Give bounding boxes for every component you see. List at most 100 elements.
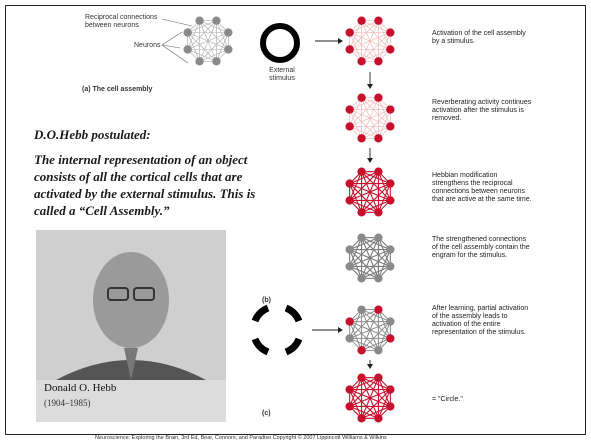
network-link (361, 20, 379, 62)
neuron-node (345, 317, 354, 326)
neuron-node (345, 196, 354, 205)
hebb-title: D.O.Hebb postulated: (34, 127, 151, 142)
neuron-node (345, 179, 354, 188)
neuron-node (224, 28, 233, 37)
neuron-node (386, 245, 395, 254)
neuron-node (345, 245, 354, 254)
neuron-node (345, 105, 354, 114)
network-link (361, 377, 391, 407)
network-link (349, 171, 363, 201)
neuron-node (357, 274, 366, 283)
network-link (199, 20, 217, 62)
network-link (349, 265, 379, 279)
hebb-photo: Donald O. Hebb (1904–1985) (36, 230, 226, 422)
neuron-node (374, 134, 383, 143)
neuron-node (195, 16, 204, 25)
network-link (361, 171, 391, 201)
network-link (361, 171, 379, 213)
panel-c-label: (c) (262, 410, 271, 417)
network-link (361, 237, 391, 251)
neuron-node (357, 233, 366, 242)
network-link (361, 309, 379, 351)
cell-assembly-network (183, 16, 233, 66)
portrait-illustration (36, 230, 226, 380)
neuron-node (386, 45, 395, 54)
network-link (361, 97, 379, 139)
neuron-node (212, 16, 221, 25)
network-link (349, 199, 379, 213)
network-link (349, 237, 363, 267)
copyright-footer: Neuroscience: Exploring the Brain, 3rd E… (95, 435, 387, 441)
neuron-node (357, 167, 366, 176)
neuron-node (386, 317, 395, 326)
partial-stimulus (251, 304, 303, 356)
network-link (349, 377, 363, 407)
neuron-node (345, 385, 354, 394)
photo-years: (1904–1985) (44, 398, 91, 408)
neuron-node (357, 305, 366, 314)
network-link (361, 171, 391, 185)
neuron-node (357, 57, 366, 66)
stimulus-ring (260, 23, 300, 63)
neuron-node (357, 16, 366, 25)
neuron-node (345, 122, 354, 131)
neuron-node (374, 274, 383, 283)
network-link (361, 377, 391, 391)
network-link (349, 249, 363, 279)
neuron-node (357, 134, 366, 143)
neuron-node (195, 57, 204, 66)
neuron-node (345, 402, 354, 411)
network-link (361, 97, 391, 127)
neuron-node (386, 402, 395, 411)
caption-activation: Activation of the cell assembly by a sti… (432, 30, 526, 45)
network-link (349, 126, 379, 139)
network-link (199, 20, 229, 50)
network-link (349, 32, 362, 62)
neuron-node (183, 28, 192, 37)
network-link (187, 49, 217, 62)
network-link (349, 20, 362, 50)
reciprocal-connections-label: Reciprocal connections between neurons (85, 14, 158, 29)
network-link (349, 97, 362, 127)
neuron-node (386, 105, 395, 114)
engram-network (345, 233, 395, 283)
network-link (187, 20, 200, 50)
neuron-node (374, 167, 383, 176)
caption-circle: = "Circle." (432, 396, 463, 403)
neuron-node (374, 16, 383, 25)
neuron-node (374, 346, 383, 355)
caption-reverberating: Reverberating activity continues activat… (432, 99, 532, 122)
network-link (361, 309, 391, 339)
neuron-node (374, 208, 383, 217)
network-link (187, 32, 200, 62)
network-link (349, 321, 363, 351)
network-link (349, 183, 363, 213)
panel-a-label: (a) The cell assembly (82, 86, 153, 93)
network-link (349, 49, 379, 62)
network-link (361, 309, 391, 323)
caption-after-learning: After learning, partial activation of th… (432, 305, 529, 336)
network-link (199, 20, 229, 33)
network-link (349, 389, 363, 419)
network-link (361, 237, 379, 279)
external-stimulus-label: External stimulus (269, 67, 295, 82)
neuron-node (374, 233, 383, 242)
neuron-node (386, 262, 395, 271)
neuron-node (386, 385, 395, 394)
slide-frame (5, 5, 586, 435)
neuron-node (357, 346, 366, 355)
neuron-node (374, 93, 383, 102)
neuron-node (183, 45, 192, 54)
neuron-node (386, 179, 395, 188)
neuron-node (374, 414, 383, 423)
neuron-node (386, 122, 395, 131)
network-link (349, 109, 362, 139)
caption-hebbian: Hebbian modification strengthens the rec… (432, 172, 532, 203)
network-link (361, 97, 391, 110)
caption-strengthened: The strengthened connections of the cell… (432, 236, 530, 259)
network-link (361, 20, 391, 33)
neuron-node (345, 334, 354, 343)
neuron-node (386, 28, 395, 37)
neuron-node (357, 414, 366, 423)
